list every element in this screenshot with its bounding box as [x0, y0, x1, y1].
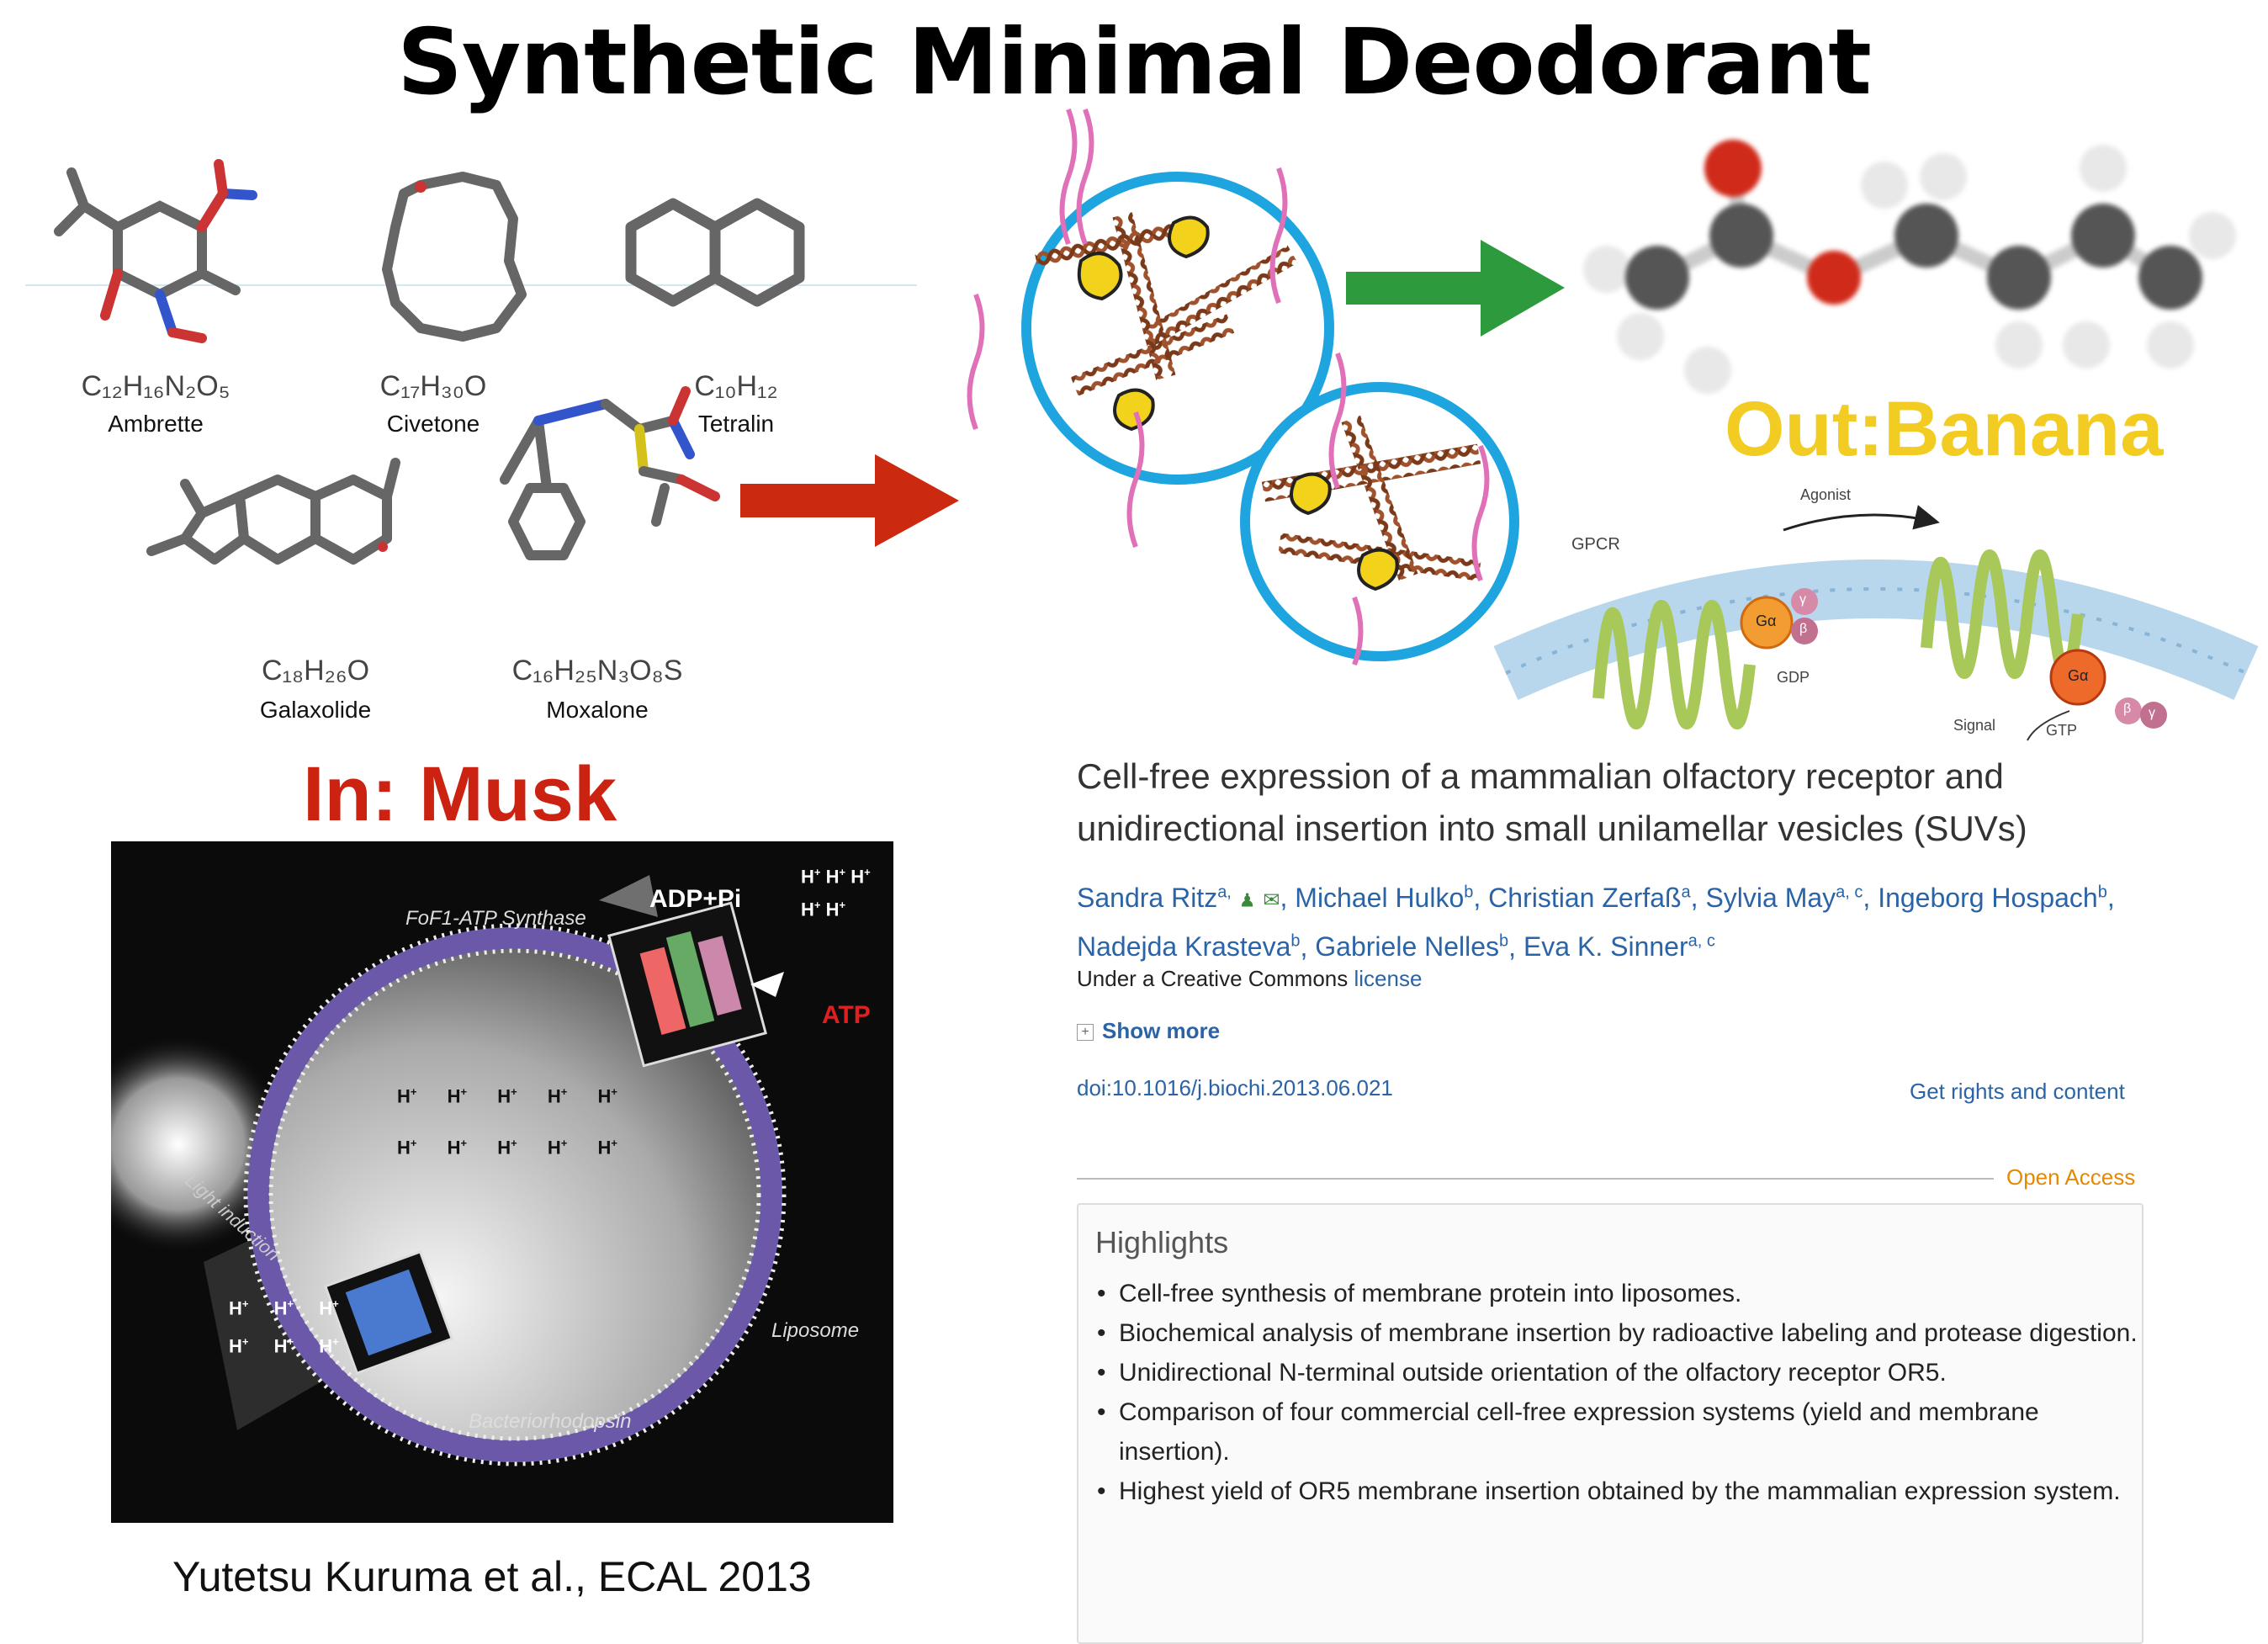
- atp-label: ATP: [822, 1001, 871, 1029]
- rights-link[interactable]: Get rights and content: [1910, 1079, 2125, 1104]
- highlight-item: Cell-free synthesis of membrane protein …: [1097, 1274, 2154, 1313]
- moxalone-structure: [500, 386, 720, 560]
- article-title[interactable]: Cell-free expression of a mammalian olfa…: [1077, 756, 2027, 848]
- show-more-button[interactable]: + Show more: [1077, 1018, 1220, 1044]
- civetone-formula: C₁₇H₃₀O: [379, 370, 487, 402]
- license-prefix: Under a Creative Commons: [1077, 966, 1349, 991]
- protons-outside-bottom: H+ H+ H+ H+ H+ H+: [229, 1297, 339, 1357]
- license-link[interactable]: license: [1354, 966, 1423, 991]
- doi-link[interactable]: doi:10.1016/j.biochi.2013.06.021: [1077, 1075, 1393, 1100]
- tetralin-structure: [625, 198, 805, 307]
- gpcr-label: GPCR: [1571, 535, 1620, 554]
- highlights-heading: Highlights: [1095, 1225, 1229, 1260]
- highlight-item: Highest yield of OR5 membrane insertion …: [1097, 1472, 2154, 1511]
- g-alpha-protein-1: [1740, 588, 1818, 650]
- tetralin-formula: C₁₀H₁₂: [694, 370, 778, 402]
- open-access-badge: Open Access: [2006, 1164, 2136, 1190]
- author-list: Sandra Ritza, ♟ ✉, Michael Hulkob, Chris…: [1077, 882, 2115, 963]
- tetralin-name: Tetralin: [697, 411, 775, 437]
- highlight-item: Comparison of four commercial cell-free …: [1097, 1392, 2154, 1472]
- author-link[interactable]: Gabriele Nellesb: [1315, 931, 1509, 963]
- author-link[interactable]: Sylvia Maya, c: [1705, 882, 1863, 913]
- author-link[interactable]: Sandra Ritza,: [1077, 882, 1232, 913]
- ambrette-structure: [54, 159, 257, 343]
- agonist-label: Agonist: [1800, 486, 1852, 503]
- galaxolide-formula: C₁₈H₂₆O: [261, 655, 370, 687]
- galaxolide-structure: [146, 458, 400, 565]
- synthase-label: FoF1-ATP Synthase: [405, 907, 586, 930]
- atp-liposome-figure: ADP+Pi ATP FoF1-ATP Synthase Light induc…: [111, 841, 893, 1523]
- protons-inside: H+ H+ H+ H+ H+ H+ H+ H+ H+ H+: [397, 1085, 617, 1159]
- license-line: Under a Creative Commons license: [1077, 966, 1422, 992]
- person-icon[interactable]: ♟: [1238, 889, 1256, 911]
- g-alpha-protein-2: [2049, 649, 2167, 729]
- expand-icon[interactable]: +: [1077, 1024, 1094, 1042]
- guide-line: [25, 284, 917, 286]
- g-alpha-label-2: Gα: [2068, 667, 2089, 684]
- ambrette-formula: C₁₂H₁₆N₂O₅: [81, 370, 231, 402]
- ambrette-name: Ambrette: [108, 411, 204, 437]
- isoamyl-acetate-molecule: [1583, 140, 2236, 394]
- citation: Yutetsu Kuruma et al., ECAL 2013: [172, 1553, 812, 1600]
- liposome-label: Liposome: [771, 1319, 860, 1342]
- green-arrow: [1346, 240, 1565, 337]
- highlights-list: Cell-free synthesis of membrane protein …: [1095, 1274, 2154, 1511]
- galaxolide-name: Galaxolide: [259, 697, 372, 723]
- slide-title: Synthetic Minimal Deodorant: [397, 10, 1872, 115]
- author-link[interactable]: Eva K. Sinnera, c: [1523, 931, 1715, 963]
- mail-icon[interactable]: ✉: [1263, 888, 1280, 912]
- moxalone-name: Moxalone: [546, 697, 649, 723]
- label-in-musk: In: Musk: [303, 751, 617, 837]
- civetone-structure: [382, 172, 527, 342]
- label-out-banana: Out:Banana: [1725, 386, 2164, 472]
- gamma-label-1: γ: [1799, 592, 1806, 607]
- protons-outside-top: H+ H+ H+ H+ H+: [801, 866, 871, 920]
- beta-label-1: β: [1799, 622, 1808, 636]
- vesicles-illustration: [967, 108, 1519, 666]
- gamma-label-2: γ: [2149, 706, 2155, 720]
- gdp-label: GDP: [1777, 669, 1810, 686]
- bacteriorhodopsin-label: Bacteriorhodopsin: [469, 1410, 632, 1433]
- moxalone-formula: C₁₆H₂₅N₃O₈S: [511, 655, 683, 687]
- vesicle-small: [1240, 352, 1519, 666]
- divider: [1077, 1178, 1994, 1180]
- highlight-item: Biochemical analysis of membrane inserti…: [1097, 1313, 2154, 1353]
- civetone-name: Civetone: [386, 411, 480, 437]
- vesicle-large: [967, 108, 1334, 549]
- gtp-label: GTP: [2046, 722, 2078, 739]
- highlight-item: Unidirectional N-terminal outside orient…: [1097, 1353, 2154, 1392]
- red-arrow: [740, 454, 959, 547]
- g-alpha-label-1: Gα: [1756, 613, 1777, 629]
- author-link[interactable]: Ingeborg Hospachb: [1878, 882, 2107, 913]
- signal-label: Signal: [1953, 717, 1996, 734]
- show-more-label[interactable]: Show more: [1102, 1018, 1221, 1043]
- author-link[interactable]: Christian Zerfaßa: [1488, 882, 1691, 913]
- adp-pi-label: ADP+Pi: [649, 885, 742, 913]
- beta-label-2: β: [2123, 702, 2132, 716]
- molecules-panel: [54, 159, 805, 565]
- gpcr-figure: [1493, 505, 2259, 741]
- author-link[interactable]: Nadejda Krastevab: [1077, 931, 1301, 963]
- author-link[interactable]: Michael Hulkob: [1295, 882, 1474, 913]
